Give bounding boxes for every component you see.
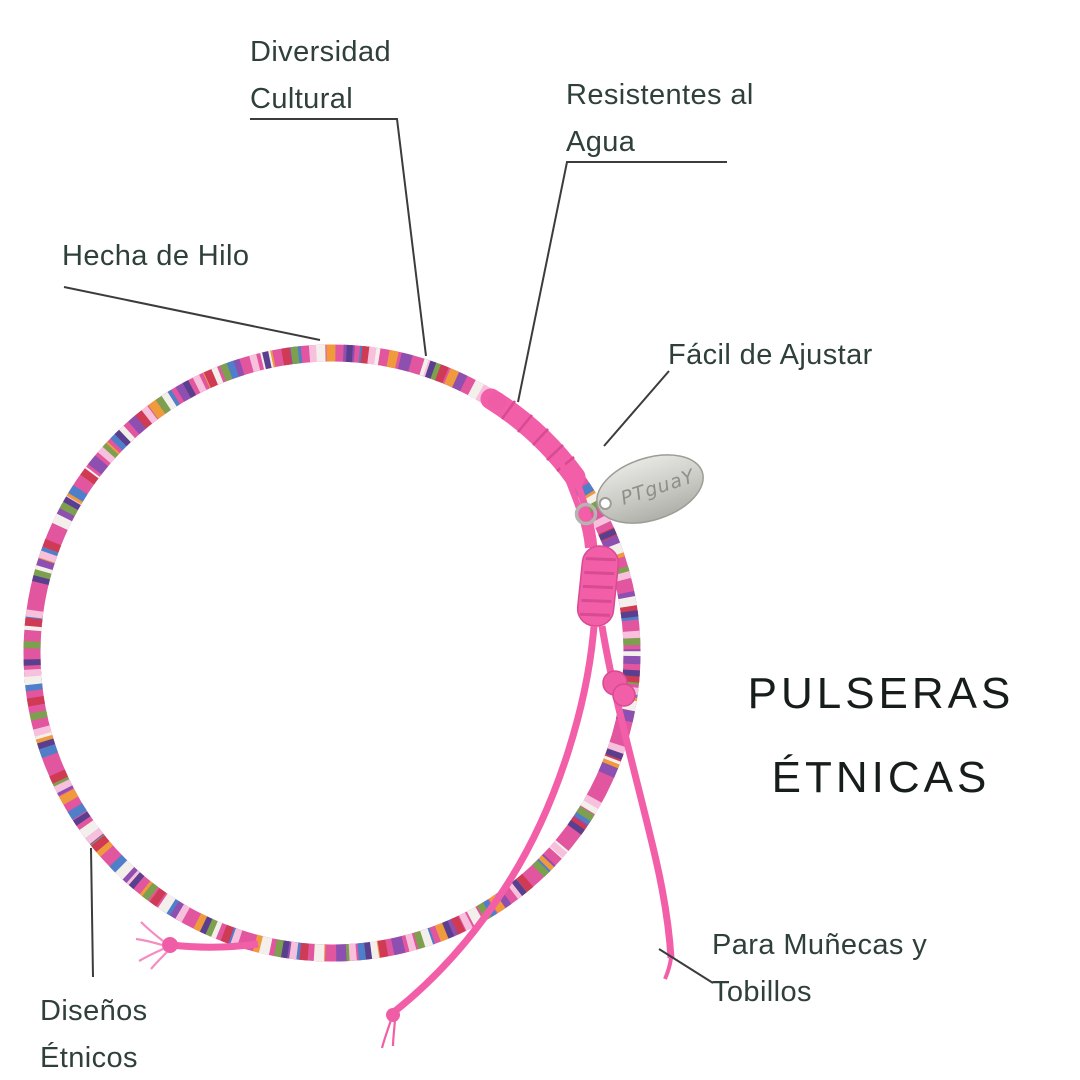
cord-end-bottom bbox=[380, 1008, 400, 1049]
callout-line-diversidad-cultural bbox=[250, 118, 427, 357]
slider-knot bbox=[576, 545, 620, 627]
product-title-line: PULSERAS bbox=[747, 669, 1015, 718]
product-title: PULSERAS ÉTNICAS bbox=[733, 652, 1029, 819]
callout-label-hecha-de-hilo: Hecha de Hilo bbox=[62, 233, 249, 280]
callout-text-line: Diseños bbox=[40, 995, 148, 1027]
callout-label-facil-de-ajustar: Fácil de Ajustar bbox=[668, 332, 873, 379]
callout-label-resistentes-al-agua: Resistentes al Agua bbox=[566, 72, 754, 166]
cord-end-right bbox=[663, 957, 673, 980]
callout-text-line: Diversidad bbox=[250, 36, 391, 68]
callout-lines bbox=[63, 118, 727, 984]
callout-label-para-munecas-y-tobillos: Para Muñecas y Tobillos bbox=[712, 922, 927, 1016]
callout-line-disenos-etnicos bbox=[90, 847, 94, 978]
woven-ring bbox=[23, 344, 641, 962]
callout-text-line: Fácil de Ajustar bbox=[668, 339, 873, 371]
product-title-line: ÉTNICAS bbox=[771, 752, 991, 802]
callout-text-line: Cultural bbox=[250, 82, 354, 115]
callout-line-facil-de-ajustar bbox=[603, 370, 670, 447]
callout-text-line: Hecha de Hilo bbox=[62, 240, 250, 272]
callout-label-diversidad-cultural: Diversidad Cultural bbox=[250, 29, 391, 123]
callout-text-line: Para Muñecas y bbox=[712, 929, 928, 961]
callout-text-line: Étnicos bbox=[40, 1041, 138, 1074]
callout-text-line: Agua bbox=[566, 125, 636, 158]
cord-knot bbox=[602, 670, 636, 707]
callout-line-hecha-de-hilo bbox=[63, 286, 321, 341]
callout-text-line: Tobillos bbox=[712, 975, 812, 1008]
callout-line-para-munecas bbox=[658, 948, 714, 984]
wrapped-knot-section bbox=[480, 388, 586, 488]
callout-text-line: Resistentes al bbox=[566, 79, 754, 111]
tag-jump-ring-icon bbox=[574, 502, 598, 526]
frayed-cord-end bbox=[135, 921, 259, 970]
callout-label-disenos-etnicos: Diseños Étnicos bbox=[40, 988, 148, 1080]
silver-tag: PTguaY bbox=[596, 454, 704, 524]
callout-line-resistentes-al-agua bbox=[517, 161, 727, 403]
